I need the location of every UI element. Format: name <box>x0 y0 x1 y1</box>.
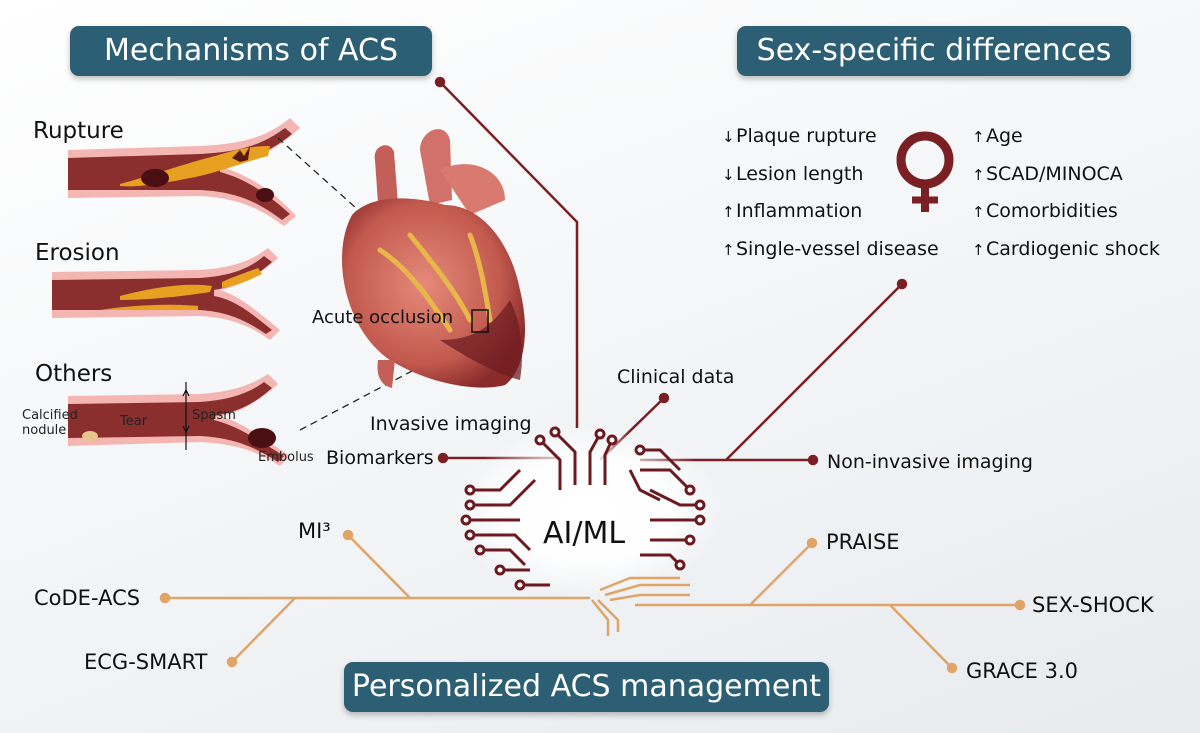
sex-list-left: ↓Plaque rupture ↓Lesion length ↑Inflamma… <box>722 125 939 275</box>
ai-circuit <box>453 426 723 597</box>
label-sex-shock: SEX-SHOCK <box>1032 593 1154 617</box>
title-sex-differences: Sex-specific differences <box>737 26 1131 76</box>
title-mechanisms: Mechanisms of ACS <box>70 26 432 76</box>
sex-item: ↑SCAD/MINOCA <box>972 162 1123 185</box>
label-grace: GRACE 3.0 <box>966 659 1079 683</box>
label-others: Others <box>35 361 113 387</box>
arrow-icon: ↓ <box>722 165 735 184</box>
vessel-rupture <box>68 118 300 226</box>
label-erosion: Erosion <box>35 240 120 266</box>
heart-illustration <box>341 129 525 388</box>
label-rupture: Rupture <box>33 118 124 144</box>
sex-item: ↑Single-vessel disease <box>722 237 939 260</box>
title-personalized: Personalized ACS management <box>344 662 829 712</box>
arrow-icon: ↑ <box>972 128 985 146</box>
label-non-invasive-imaging: Non-invasive imaging <box>827 451 1033 473</box>
label-spasm: Spasm <box>192 408 236 423</box>
arrow-icon: ↑ <box>972 203 985 221</box>
label-ecg-smart: ECG-SMART <box>84 650 208 674</box>
sex-item: ↓Plaque rupture <box>722 125 877 147</box>
arrow-icon: ↓ <box>722 128 735 146</box>
label-clinical-data: Clinical data <box>617 366 735 388</box>
label-calcified-nodule: Calcified nodule <box>22 408 78 438</box>
vessel-others <box>68 374 290 466</box>
orange-connectors <box>159 529 1026 674</box>
sex-item: ↑Age <box>972 125 1023 147</box>
sex-item: ↑Cardiogenic shock <box>972 237 1160 260</box>
label-tear: Tear <box>120 414 148 429</box>
label-biomarkers: Biomarkers <box>326 447 434 469</box>
arrow-icon: ↑ <box>722 240 735 259</box>
sex-item: ↑Comorbidities <box>972 200 1118 222</box>
label-code-acs: CoDE-ACS <box>34 586 141 610</box>
label-acute-occlusion: Acute occlusion <box>312 307 454 328</box>
label-embolus: Embolus <box>258 450 314 465</box>
ai-ml-label: AI/ML <box>543 516 626 551</box>
vessel-erosion <box>52 248 280 340</box>
label-invasive-imaging: Invasive imaging <box>370 413 532 435</box>
label-praise: PRAISE <box>826 530 900 554</box>
arrow-icon: ↑ <box>972 240 985 259</box>
sex-item: ↑Inflammation <box>722 200 863 222</box>
label-mi3: MI³ <box>298 519 331 543</box>
female-symbol-icon <box>896 131 954 212</box>
arrow-icon: ↑ <box>972 165 985 184</box>
arrow-icon: ↑ <box>722 203 735 221</box>
sex-list-right: ↑Age ↑SCAD/MINOCA ↑Comorbidities ↑Cardio… <box>972 125 1160 275</box>
sex-item: ↓Lesion length <box>722 162 864 185</box>
